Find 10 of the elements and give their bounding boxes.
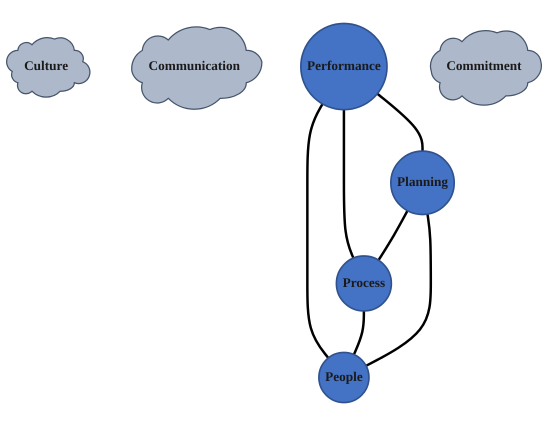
connector	[352, 310, 366, 356]
node-circle: Process	[336, 255, 392, 312]
connector	[377, 210, 409, 261]
connector	[342, 110, 355, 259]
node-circle: Performance	[300, 22, 388, 110]
connector	[365, 214, 432, 367]
connector	[376, 92, 424, 152]
node-circle: People	[318, 352, 370, 404]
connector	[306, 103, 330, 359]
node-circle: Planning	[390, 150, 456, 216]
